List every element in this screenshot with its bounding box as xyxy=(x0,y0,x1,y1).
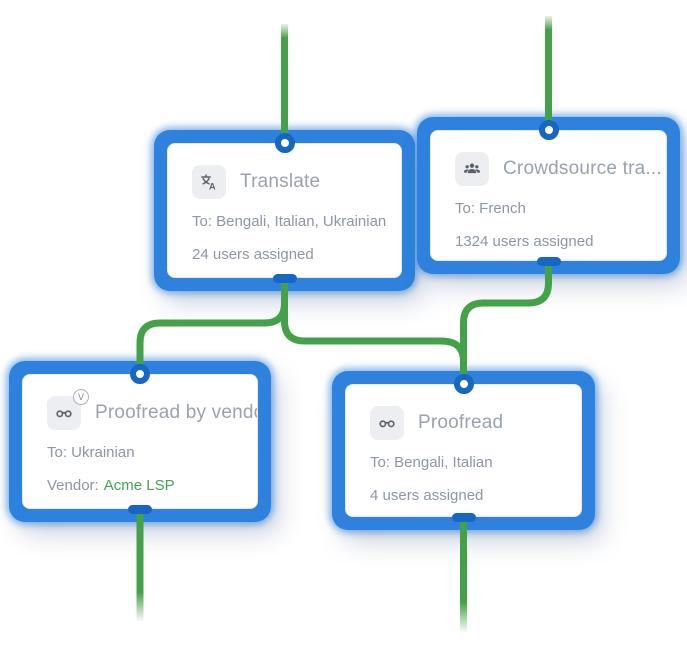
vendor-label: Vendor: xyxy=(47,477,99,494)
input-port[interactable] xyxy=(274,133,295,153)
edge-translate-to-proofread xyxy=(281,283,467,374)
node-crowdsource-translate[interactable]: Crowdsource tra... To: French 1324 users… xyxy=(417,117,680,274)
node-header: V Proofread by vendor xyxy=(47,389,257,430)
node-proofread-by-vendor[interactable]: V Proofread by vendor To: Ukrainian Vend… xyxy=(9,361,271,522)
output-port[interactable] xyxy=(128,505,152,514)
node-languages: To: Bengali, Italian xyxy=(370,454,493,471)
line-fade xyxy=(134,592,145,626)
node-card: Proofread To: Bengali, Italian 4 users a… xyxy=(345,384,582,517)
edge-translate-to-proofread-vendor xyxy=(136,283,288,364)
crowd-icon xyxy=(455,152,489,186)
output-port[interactable] xyxy=(536,257,561,266)
vendor-badge: V xyxy=(73,389,89,405)
node-translate[interactable]: A Translate To: Bengali, Italian, Ukrain… xyxy=(154,130,415,291)
node-header: Crowdsource tra... xyxy=(455,152,662,186)
line-fade xyxy=(543,14,554,30)
glasses-vendor-icon: V xyxy=(47,389,89,430)
node-title: Translate xyxy=(240,171,321,192)
edge-crowdsource-to-proofread xyxy=(460,266,552,374)
svg-text:A: A xyxy=(209,182,216,192)
line-fade xyxy=(458,602,469,637)
vendor-link[interactable]: Acme LSP xyxy=(103,477,175,494)
node-header: A Translate xyxy=(192,165,377,199)
node-card: V Proofread by vendor To: Ukrainian Vend… xyxy=(22,374,258,509)
input-port[interactable] xyxy=(453,374,474,394)
node-languages: To: French xyxy=(455,200,526,217)
line-fade xyxy=(279,22,290,38)
node-title: Proofread xyxy=(418,412,504,433)
node-languages: To: Bengali, Italian, Ukrainian xyxy=(192,213,387,230)
node-header: Proofread xyxy=(370,406,557,440)
node-title: Proofread by vendor xyxy=(95,402,258,423)
node-proofread[interactable]: Proofread To: Bengali, Italian 4 users a… xyxy=(332,371,595,530)
node-title: Crowdsource tra... xyxy=(503,158,662,179)
node-users-assigned: 4 users assigned xyxy=(370,487,484,504)
output-port[interactable] xyxy=(272,274,297,283)
input-port[interactable] xyxy=(538,120,559,140)
node-languages: To: Ukrainian xyxy=(47,444,135,461)
translate-icon: A xyxy=(192,165,226,199)
node-card: A Translate To: Bengali, Italian, Ukrain… xyxy=(167,143,402,278)
node-users-assigned: 1324 users assigned xyxy=(455,233,594,250)
output-port[interactable] xyxy=(451,513,476,522)
glasses-icon xyxy=(370,406,404,440)
node-users-assigned: 24 users assigned xyxy=(192,246,314,263)
node-card: Crowdsource tra... To: French 1324 users… xyxy=(430,130,667,261)
input-port[interactable] xyxy=(130,364,150,384)
node-vendor-line: Vendor:Acme LSP xyxy=(47,476,233,496)
